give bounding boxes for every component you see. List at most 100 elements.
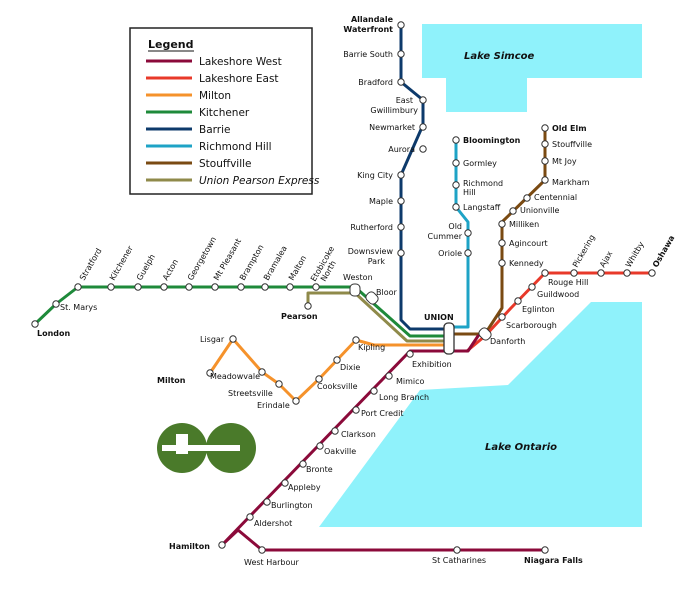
- station-bramalea: [261, 283, 269, 291]
- station-georgetown: [185, 283, 193, 291]
- station-label: Clarkson: [341, 430, 376, 439]
- station-king-city: [397, 171, 405, 179]
- station-oshawa: [648, 269, 656, 277]
- station-label: Meadowvale: [210, 372, 260, 381]
- station-aurora: [419, 145, 427, 153]
- station-label: Mimico: [396, 377, 425, 386]
- station-label: Aldershot: [254, 519, 292, 528]
- station-label: Pickering: [571, 233, 597, 269]
- station-label: Burlington: [271, 501, 313, 510]
- legend-label: Kitchener: [199, 107, 250, 119]
- station-long-branch: [370, 387, 378, 395]
- station-mt-joy: [541, 157, 549, 165]
- station-bloor: [365, 291, 379, 305]
- station-east-gwillimbury: [419, 96, 427, 104]
- legend-label: Barrie: [199, 124, 230, 136]
- station-label: Oriole: [438, 249, 462, 258]
- station-label: Oakville: [324, 447, 356, 456]
- legend-label: Union Pearson Express: [199, 175, 320, 187]
- station-malton: [286, 283, 294, 291]
- station-oriole: [464, 249, 472, 257]
- station-st-marys: [52, 300, 60, 308]
- station-label: Aurora: [388, 145, 415, 154]
- station-milton: [206, 369, 214, 377]
- station-scarborough: [498, 313, 506, 321]
- station-label: Acton: [161, 258, 180, 282]
- station-guelph: [134, 283, 142, 291]
- station-label: Barrie South: [343, 50, 393, 59]
- station-label: Rutherford: [350, 223, 393, 232]
- station-rouge-hill: [541, 269, 549, 277]
- station-bronte: [299, 460, 307, 468]
- station-label: Allandale: [351, 15, 394, 24]
- station-oakville: [316, 442, 324, 450]
- station-label: Park: [368, 257, 386, 266]
- station-brampton: [237, 283, 245, 291]
- station-rutherford: [397, 223, 405, 231]
- station-mimico: [385, 372, 393, 380]
- station-label: Exhibition: [412, 360, 452, 369]
- station-bloomington: [452, 136, 460, 144]
- station-agincourt: [498, 239, 506, 247]
- station-appleby: [281, 479, 289, 487]
- station-label: Hamilton: [169, 542, 210, 551]
- station-old-elm: [541, 124, 549, 132]
- station-acton: [160, 283, 168, 291]
- station-kipling: [352, 336, 360, 344]
- station-label: Kennedy: [509, 259, 544, 268]
- legend-label: Richmond Hill: [199, 141, 272, 153]
- legend-label: Milton: [199, 90, 231, 102]
- station-label: Kipling: [358, 343, 385, 352]
- station-label: Stouffville: [552, 140, 592, 149]
- station-label: Brampton: [238, 243, 266, 282]
- station-west-harbour: [258, 546, 266, 554]
- station-label: Rouge Hill: [548, 278, 588, 287]
- station-niagara-falls: [541, 546, 549, 554]
- station-label: Bramalea: [262, 244, 289, 282]
- station-erindale: [292, 397, 300, 405]
- station-label: Cooksville: [317, 382, 358, 391]
- station-label: Danforth: [490, 337, 525, 346]
- station-label: Whitby: [624, 240, 646, 269]
- station-maple: [397, 197, 405, 205]
- station-unionville: [509, 207, 517, 215]
- station-dixie: [333, 356, 341, 364]
- station-etobicoke-north: [312, 283, 320, 291]
- legend-label: Stouffville: [199, 158, 252, 170]
- station-label: Milliken: [509, 220, 539, 229]
- station-gormley: [452, 159, 460, 167]
- station-hamilton: [218, 541, 226, 549]
- station-label: Dixie: [340, 363, 360, 372]
- station-port-credit: [352, 406, 360, 414]
- station-label: Gwillimbury: [370, 106, 418, 115]
- station-label: East: [396, 96, 413, 105]
- legend-label: Lakeshore West: [199, 56, 282, 68]
- station-whitby: [623, 269, 631, 277]
- station-label: Malton: [287, 254, 308, 282]
- station-newmarket: [419, 123, 427, 131]
- station-label: Gormley: [463, 159, 497, 168]
- station-union-label: UNION: [424, 313, 454, 322]
- station-milliken: [498, 220, 506, 228]
- station-clarkson: [331, 427, 339, 435]
- station-label: Lisgar: [200, 335, 225, 344]
- station-label: Milton: [157, 376, 186, 385]
- station-aldershot: [246, 513, 254, 521]
- station-label: Long Branch: [379, 393, 429, 402]
- station-ajax: [597, 269, 605, 277]
- station-label: St. Marys: [60, 303, 97, 312]
- station-barrie-south: [397, 50, 405, 58]
- legend-label: Lakeshore East: [199, 73, 279, 85]
- station-label: Old: [448, 222, 462, 231]
- station-centennial: [523, 194, 531, 202]
- station-label: Oshawa: [651, 234, 677, 269]
- station-label: Maple: [369, 197, 393, 206]
- lake-simcoe-label: Lake Simcoe: [464, 51, 535, 62]
- station-st-catharines: [453, 546, 461, 554]
- station-label: Streetsville: [228, 389, 273, 398]
- station-label: Cummer: [428, 232, 463, 241]
- station-label: Guildwood: [537, 290, 579, 299]
- station-label: Weston: [343, 273, 373, 282]
